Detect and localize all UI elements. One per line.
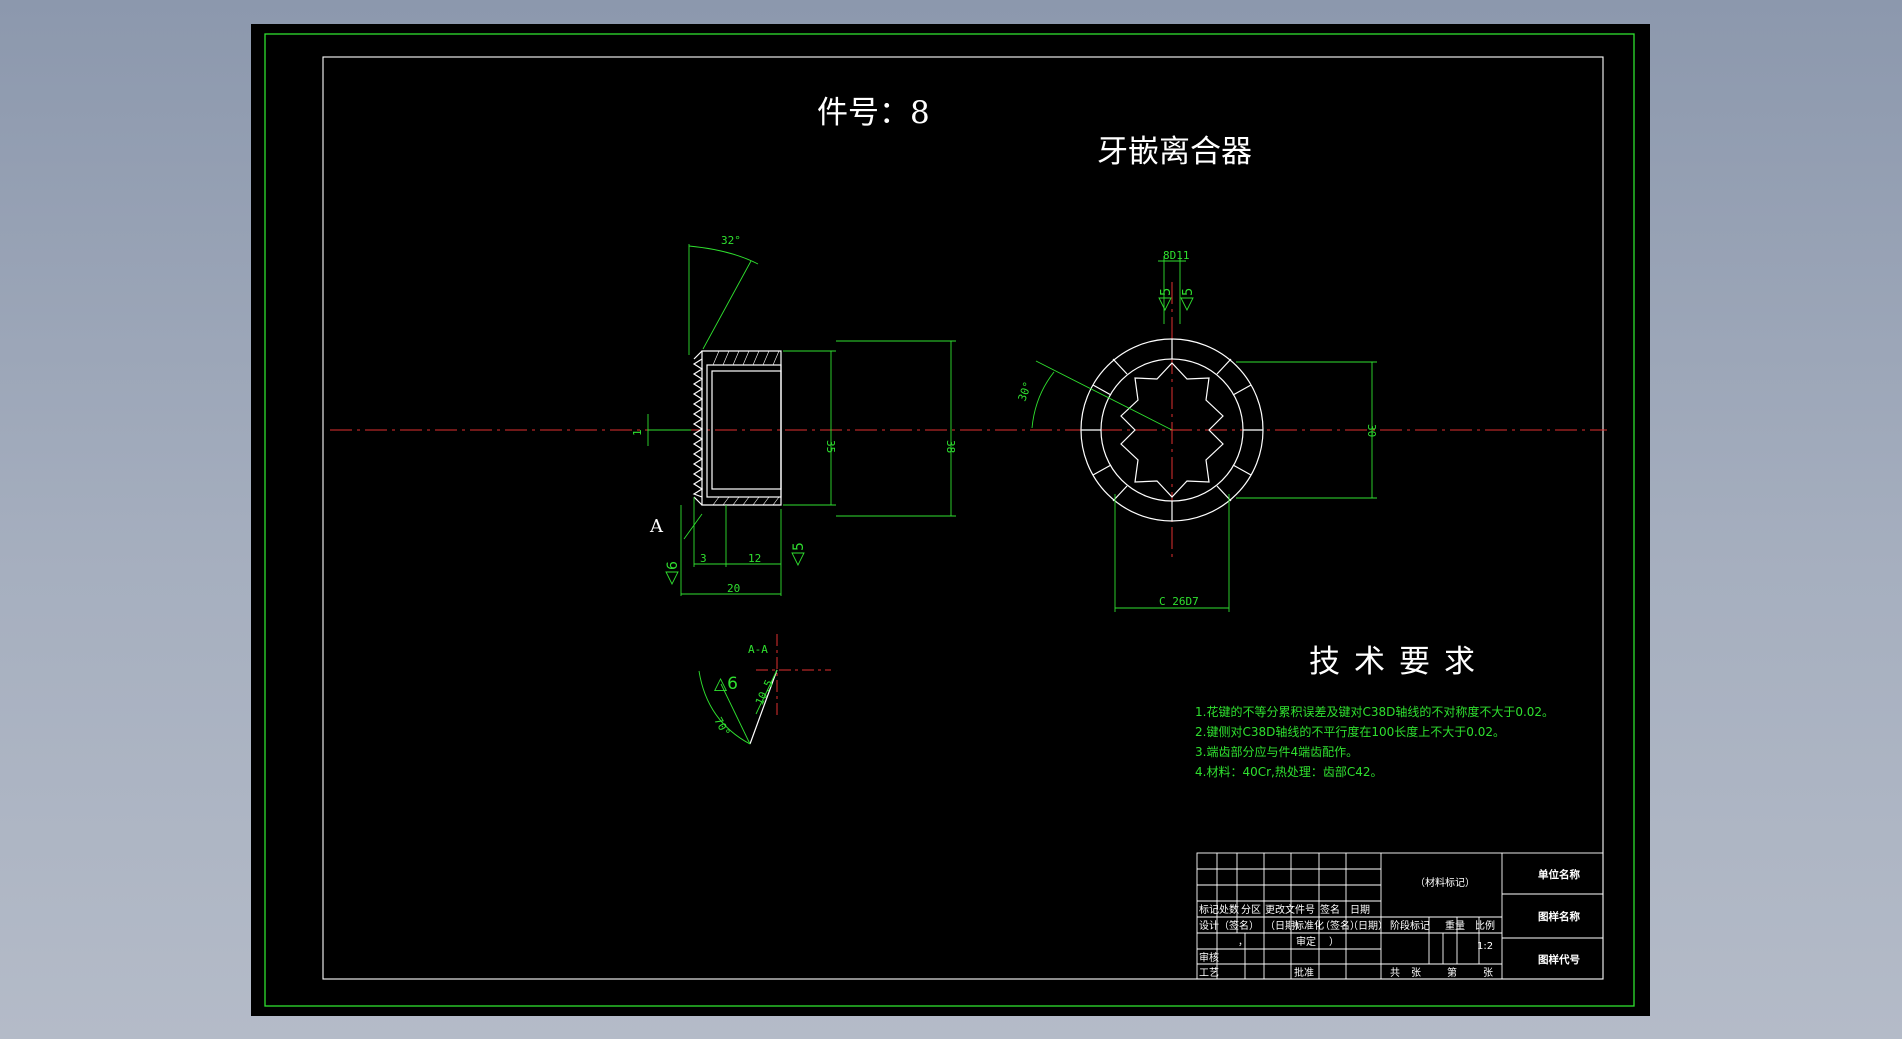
tb-date2: （日期）: [1265, 920, 1305, 932]
part-number: 件号：8: [817, 95, 930, 131]
dim-diameter-right: 30: [1365, 424, 1378, 437]
tb-change-doc: 更改文件号: [1265, 903, 1315, 916]
section-marker-a: A: [649, 516, 664, 537]
side-view-bore-inner: [711, 370, 782, 490]
tb-sheet-no: 第: [1447, 966, 1457, 979]
dim-left-len: 1: [631, 429, 644, 436]
tb-sign3: （签名）: [1320, 919, 1360, 932]
tech-req-item: 1.花键的不等分累积误差及键对C38D轴线的不对称度不大于0.02。: [1195, 704, 1554, 719]
section-title: A-A: [748, 643, 768, 656]
rough-top-left-value: 5: [1159, 288, 1174, 296]
inner-frame: [322, 56, 1604, 980]
tb-sep: ，: [1238, 937, 1248, 948]
dim-key-width: 8D11: [1163, 249, 1190, 262]
tb-sheet-of: 张: [1483, 967, 1493, 979]
side-view-bore: [706, 364, 782, 498]
side-view: [692, 350, 782, 506]
rough-right: 5: [791, 542, 807, 567]
tb-sign: 签名: [1320, 903, 1340, 916]
tb-approve: 批准: [1294, 966, 1314, 979]
tb-sep2: ）: [1329, 936, 1339, 948]
tech-req-heading: 技术要求: [1309, 644, 1489, 680]
tb-scale: 比例: [1475, 919, 1495, 932]
tb-review: 审定: [1296, 935, 1316, 948]
tb-check: 审核: [1199, 951, 1219, 964]
rough-right-value: 5: [791, 542, 807, 551]
tb-zone: 分区: [1241, 904, 1261, 916]
tb-total: 共: [1390, 967, 1400, 979]
tb-sheets: 张: [1411, 967, 1421, 979]
cad-drawing: 件号：8 牙嵌离合器: [264, 33, 1635, 1007]
rough-left-value: 6: [665, 561, 681, 570]
rough-top-right-value: 5: [1181, 288, 1196, 296]
section-view: [698, 634, 831, 745]
title-block: [1196, 852, 1604, 980]
dim-height-outer: 38: [944, 440, 957, 453]
tb-count: 处数: [1219, 903, 1239, 916]
dim-bore: C 26D7: [1159, 595, 1199, 608]
tb-stage-mark: 阶段标记: [1390, 919, 1430, 932]
side-view-teeth: [692, 358, 704, 498]
end-view-spline: [1120, 362, 1224, 498]
tb-material-mark: （材料标记）: [1415, 876, 1475, 889]
side-view-chamfer-top: [693, 350, 703, 360]
side-view-hatch: [712, 350, 780, 506]
outer-frame: [264, 33, 1635, 1007]
dim-offset: 3: [700, 552, 707, 565]
tb-drawing-code: 图样代号: [1538, 953, 1580, 966]
tb-scale-value: 1:2: [1477, 941, 1493, 952]
tech-req-item: 3.端齿部分应与件4端齿配作。: [1195, 744, 1358, 759]
section-width: 10.5: [753, 678, 776, 708]
side-view-outline: [701, 350, 782, 506]
rough-top-right: 5: [1180, 288, 1196, 312]
tb-process: 工艺: [1199, 967, 1219, 979]
tb-standardize: 标准化: [1294, 919, 1324, 932]
tb-drawing-name: 图样名称: [1538, 910, 1580, 923]
dim-chamfer-angle: 32°: [721, 234, 741, 247]
tb-design: 设计: [1199, 919, 1219, 932]
tb-unit-name: 单位名称: [1538, 868, 1580, 881]
tb-mark: 标记: [1199, 904, 1219, 916]
dim-height-inner: 35: [824, 440, 837, 453]
side-view-chamfer-bottom: [693, 496, 703, 506]
side-view-dimensions: [647, 244, 956, 596]
dim-bore-len: 12: [748, 552, 761, 565]
tb-date3: （日期）: [1348, 920, 1388, 932]
drawing-title: 牙嵌离合器: [1097, 134, 1252, 170]
rough-left: 6: [665, 561, 681, 586]
dim-total-len: 20: [727, 582, 740, 595]
end-view: [1080, 338, 1264, 522]
end-view-dimensions: [1031, 256, 1377, 612]
dim-angle: 30°: [1016, 380, 1035, 403]
section-angle: 70°: [711, 715, 732, 739]
drawing-sheet: 件号：8 牙嵌离合器: [251, 24, 1650, 1016]
title-block-text: （材料标记） 单位名称 图样名称 图样代号 标记 处数 分区 更改文件号 签名 …: [1199, 868, 1580, 979]
tb-date: 日期: [1350, 904, 1370, 916]
tb-sign2: （签名）: [1219, 919, 1259, 932]
tb-weight: 重量: [1445, 919, 1465, 932]
section-rough: △6: [714, 674, 738, 694]
tech-req-item: 4.材料：40Cr,热处理：齿部C42。: [1195, 764, 1383, 779]
tech-req-item: 2.键侧对C38D轴线的不平行度在100长度上不大于0.02。: [1195, 724, 1505, 739]
rough-top-left: 5: [1158, 288, 1174, 312]
